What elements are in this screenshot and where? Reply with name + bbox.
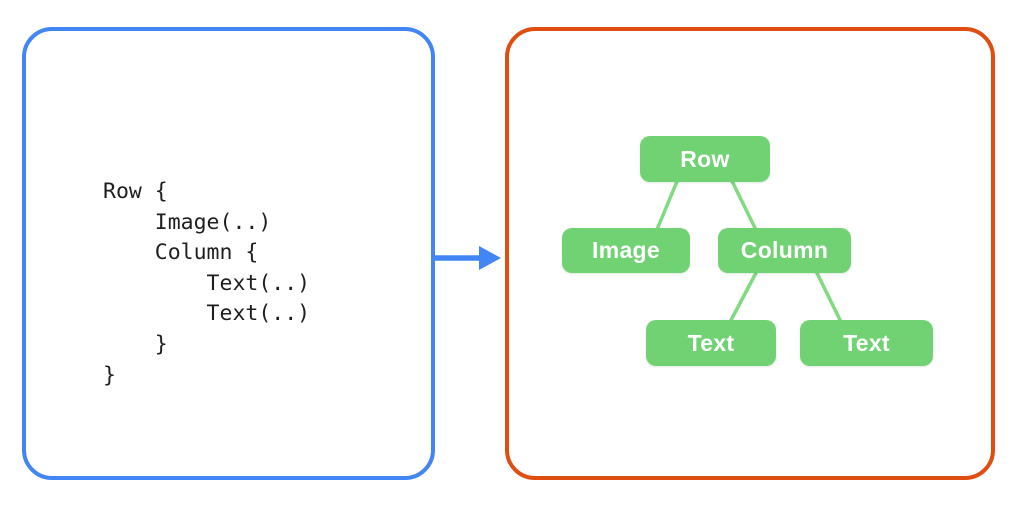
tree-node-column: Column	[718, 228, 851, 273]
code-line: Text(..)	[103, 270, 311, 296]
code-line: Image(..)	[103, 209, 272, 235]
code-panel	[22, 27, 435, 480]
tree-node-image: Image	[562, 228, 690, 273]
arrow-head	[479, 246, 501, 270]
right-arrow-icon	[434, 246, 501, 270]
code-line: Text(..)	[103, 301, 311, 327]
tree-node-row: Row	[640, 136, 770, 182]
tree-node-text-right: Text	[800, 320, 933, 366]
code-line: Column {	[103, 240, 259, 266]
code-block: Row { Image(..) Column { Text(..) Text(.…	[103, 177, 310, 391]
code-line: }	[103, 331, 168, 357]
code-line: Row {	[103, 179, 168, 204]
tree-node-text-left: Text	[646, 320, 776, 366]
code-line: }	[103, 362, 116, 388]
